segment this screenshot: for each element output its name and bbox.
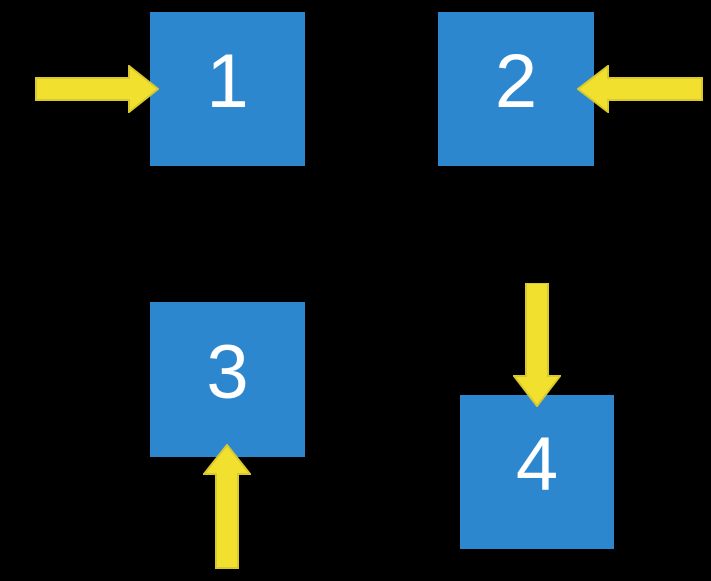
arrow-left-icon [577,65,703,113]
box-4: 4 [460,395,614,549]
arrow-right-icon [35,65,159,113]
arrow-down-icon [513,283,561,407]
box-4-label: 4 [515,422,559,507]
box-3-label: 3 [206,329,249,415]
box-1-label: 1 [206,39,249,124]
arrow-up-icon [203,444,251,569]
box-1: 1 [150,12,305,166]
box-2-label: 2 [494,39,538,124]
box-3: 3 [150,302,305,457]
box-2: 2 [438,12,594,166]
